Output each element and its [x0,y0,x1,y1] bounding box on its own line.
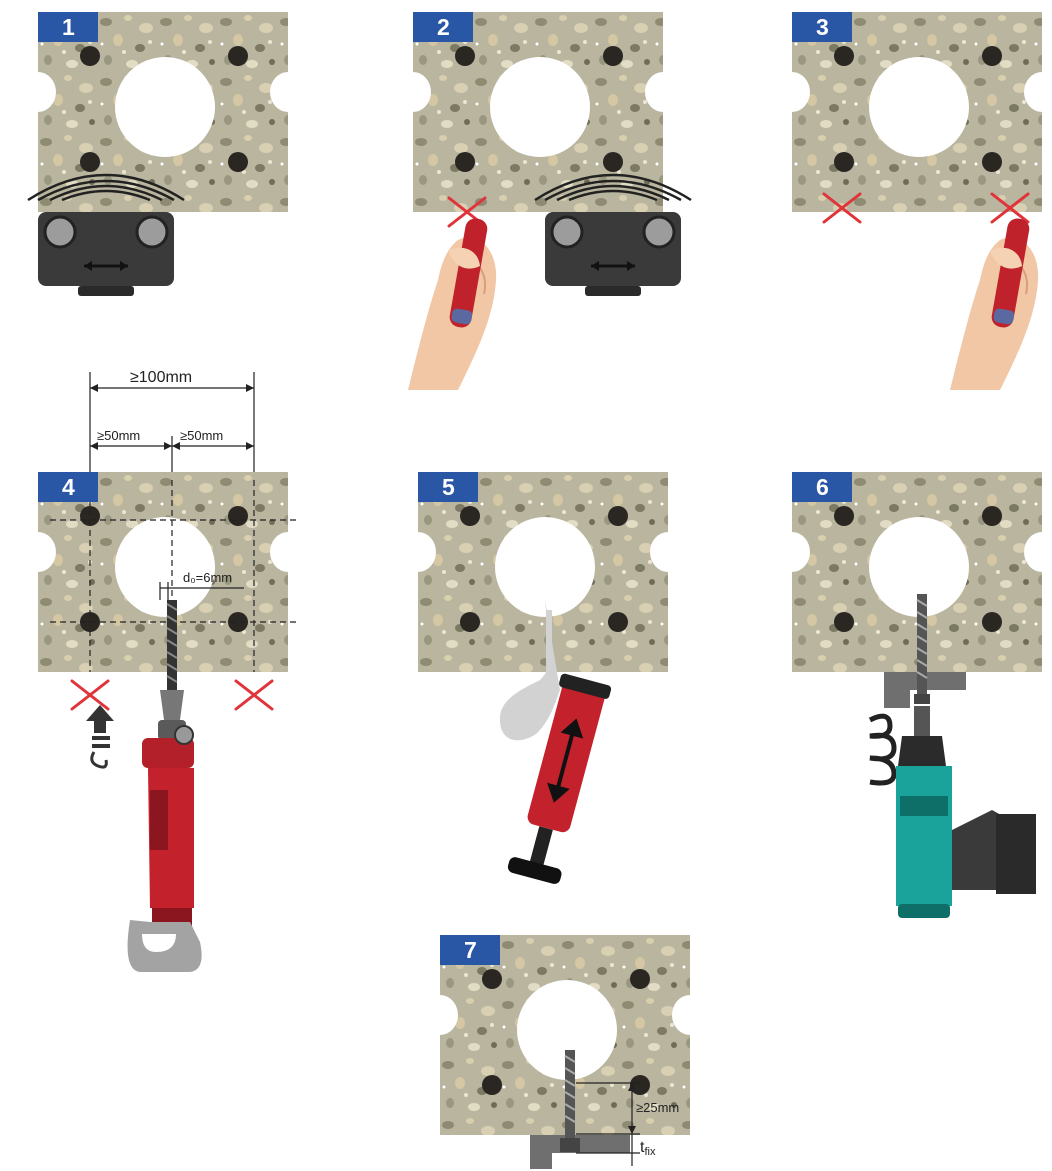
rotation-icon [870,716,894,783]
hand-marker-2 [408,217,496,390]
red-cross-mark-4a [72,681,108,709]
step-7-panel: ≥25mm tfix 7 [440,935,690,1169]
step-4-panel: ≥100mm ≥50mm ≥50mm d₀=6mm [38,369,300,972]
step-3-number: 3 [816,14,829,40]
step-6-panel: 6 [792,472,1042,918]
hammer-drill-mode-icon [86,705,114,767]
step-5-number: 5 [442,474,455,500]
step-6-number: 6 [816,474,829,500]
step-2-panel: 2 [408,12,691,390]
scanner-1 [38,212,174,296]
spacing-100mm-label: ≥100mm [130,369,192,386]
embedment-25mm-label: ≥25mm [636,1100,679,1115]
scanner-2 [545,212,681,296]
red-cross-mark-4b [236,681,272,709]
dimension-lines-4 [90,372,254,480]
edge-left-50mm-label: ≥50mm [97,428,140,443]
step-4-number: 4 [62,474,75,500]
drill-diameter-label: d₀=6mm [183,570,232,585]
step-2-number: 2 [437,14,450,40]
t-fix-label: tfix [640,1139,656,1158]
step-1-panel: 1 [28,12,288,296]
hand-marker-3 [950,217,1038,390]
edge-right-50mm-label: ≥50mm [180,428,223,443]
step-5-panel: 5 [418,472,668,885]
step-3-panel: 3 [792,12,1042,390]
step-1-number: 1 [62,14,75,40]
cordless-driver [896,706,1036,918]
step-7-number: 7 [464,937,477,963]
